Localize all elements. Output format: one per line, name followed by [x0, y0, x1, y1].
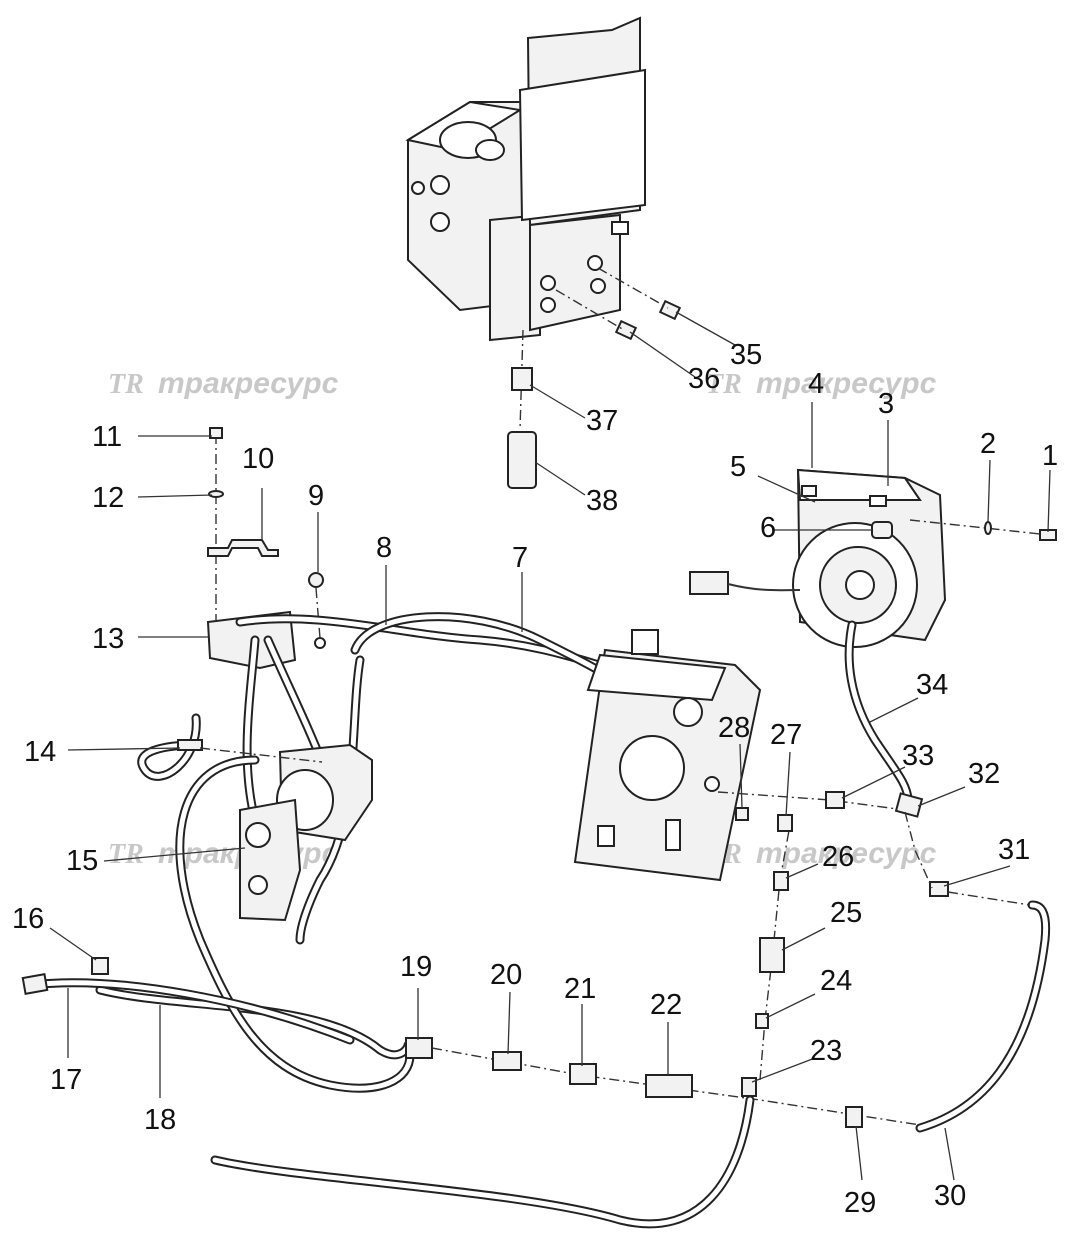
callout-13: 13 — [92, 623, 124, 655]
hose-34 — [844, 620, 913, 805]
callout-27: 27 — [770, 719, 802, 751]
watermark-text: тракресурс — [158, 367, 339, 400]
pump-15 — [239, 743, 373, 922]
bolt-11 — [209, 427, 223, 439]
fitting-28 — [735, 807, 749, 821]
watermark-text: тракресурс — [756, 367, 937, 400]
bracket-10 — [207, 539, 279, 557]
callout-14: 14 — [24, 736, 56, 768]
fitting-37 — [511, 367, 533, 391]
washer-12 — [208, 490, 224, 498]
callout-6: 6 — [760, 512, 776, 544]
callout-26: 26 — [822, 841, 854, 873]
leader-lines — [49, 311, 1051, 1181]
callout-34: 34 — [916, 669, 948, 701]
cooler-assembly — [792, 468, 947, 648]
callout-32: 32 — [968, 758, 1000, 790]
plug-9 — [308, 572, 326, 649]
sleeve-22 — [645, 1074, 693, 1098]
callout-9: 9 — [308, 480, 324, 512]
callout-33: 33 — [902, 740, 934, 772]
callout-35: 35 — [730, 339, 762, 371]
callout-2: 2 — [980, 428, 996, 460]
watermark-text: тракресурс — [756, 837, 937, 870]
fitting-20 — [492, 1051, 522, 1071]
oil-tank — [573, 629, 762, 882]
watermark-logo: TR — [706, 369, 742, 400]
callout-4: 4 — [808, 368, 824, 400]
hydraulic-tank-top — [405, 16, 646, 342]
hose-17 — [21, 973, 355, 1045]
callout-19: 19 — [400, 951, 432, 983]
watermark-1: TR тракресурс — [108, 367, 339, 400]
valve-25 — [759, 937, 785, 973]
callout-31: 31 — [998, 834, 1030, 866]
callout-10: 10 — [242, 443, 274, 475]
elbow-32 — [894, 792, 924, 818]
hose-7b — [295, 655, 365, 945]
callout-11: 11 — [92, 421, 122, 453]
connector-cable — [689, 571, 801, 595]
callout-37: 37 — [586, 405, 618, 437]
callout-25: 25 — [830, 897, 862, 929]
callout-21: 21 — [564, 973, 596, 1005]
callout-1: 1 — [1042, 440, 1058, 472]
fitting-35 — [658, 299, 682, 321]
callout-18: 18 — [144, 1104, 176, 1136]
washer-2 — [984, 521, 992, 535]
fitting-31 — [929, 881, 949, 897]
callout-28: 28 — [718, 712, 750, 744]
filter-38 — [507, 431, 537, 489]
callout-7: 7 — [512, 542, 528, 574]
callout-12: 12 — [92, 482, 124, 514]
callout-8: 8 — [376, 532, 392, 564]
callout-23: 23 — [810, 1035, 842, 1067]
callout-22: 22 — [650, 989, 682, 1021]
callout-5: 5 — [730, 451, 746, 483]
hose-7 — [350, 612, 617, 683]
callout-29: 29 — [844, 1187, 876, 1219]
hose-14 — [137, 713, 203, 781]
callout-numbers: 1 2 3 4 5 6 7 8 9 10 11 12 13 14 15 16 1… — [12, 339, 1058, 1219]
fitting-21 — [569, 1063, 597, 1085]
callout-17: 17 — [50, 1064, 82, 1096]
hose-bottom — [210, 1095, 755, 1229]
fitting-24 — [755, 1013, 769, 1029]
fitting-26 — [773, 871, 789, 891]
fitting-36 — [614, 319, 638, 341]
watermark-3: TR тракресурс — [108, 837, 339, 870]
callout-3: 3 — [878, 388, 894, 420]
watermark-logo: TR — [108, 369, 144, 400]
fitting-27 — [777, 814, 793, 832]
watermark-2: TR тракресурс — [706, 367, 937, 400]
callout-24: 24 — [820, 965, 852, 997]
callout-16: 16 — [12, 903, 44, 935]
hose-30 — [915, 900, 1051, 1133]
watermark-logo: TR — [108, 839, 144, 870]
callout-36: 36 — [688, 363, 720, 395]
fitting-29 — [845, 1106, 863, 1128]
fitting-33 — [825, 791, 845, 809]
callout-30: 30 — [934, 1180, 966, 1212]
fitting-16 — [91, 957, 109, 975]
callout-15: 15 — [66, 845, 98, 877]
callout-20: 20 — [490, 959, 522, 991]
fitting-19 — [405, 1037, 433, 1059]
callout-38: 38 — [586, 485, 618, 517]
